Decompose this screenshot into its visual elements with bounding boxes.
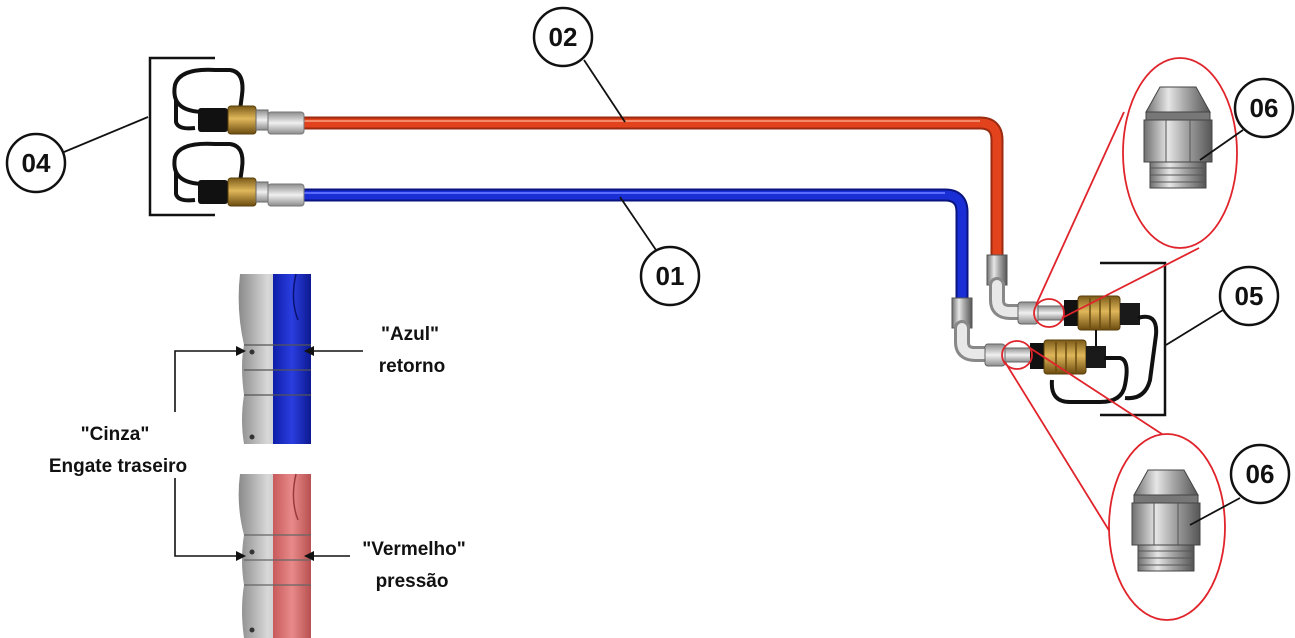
callout-01: 01 [619,196,701,307]
red-band-coupler-body [238,473,311,638]
zoom-highlight-top [1033,57,1238,328]
lower-right-coupler [1030,330,1129,404]
red-color-name: "Vermelho" [362,539,466,560]
callout-04-number: 04 [22,148,51,178]
blue-band-coupler-body [238,273,311,444]
callout-06-bottom-number: 06 [1246,459,1275,489]
callout-02-number: 02 [549,22,578,52]
gray-color-name: "Cinza" [81,424,150,445]
callout-05-number: 05 [1235,281,1264,311]
callout-06-top-number: 06 [1250,93,1279,123]
callout-04: 04 [5,116,149,194]
legend-arrows [174,346,363,561]
upper-left-coupler [172,67,305,135]
adapter-fitting-top [1143,86,1213,189]
blue-color-role: retorno [379,356,446,377]
lower-left-coupler [172,141,305,207]
gray-color-role: Engate traseiro [49,456,187,477]
zoom-highlight-bottom [1001,340,1226,621]
callout-05: 05 [1165,265,1280,346]
adapter-fitting-bottom [1131,469,1201,572]
callout-02: 02 [532,6,626,123]
blue-color-name: "Azul" [381,324,439,345]
callout-06-bottom: 06 [1189,443,1291,526]
callout-01-number: 01 [656,261,685,291]
pressure-hose [293,116,1004,269]
right-coupler-group [951,254,1167,417]
upper-right-coupler [1064,295,1159,401]
red-color-role: pressão [376,571,449,592]
return-hose [293,188,969,309]
callout-06-top: 06 [1199,77,1295,161]
left-coupler-group [148,56,305,217]
